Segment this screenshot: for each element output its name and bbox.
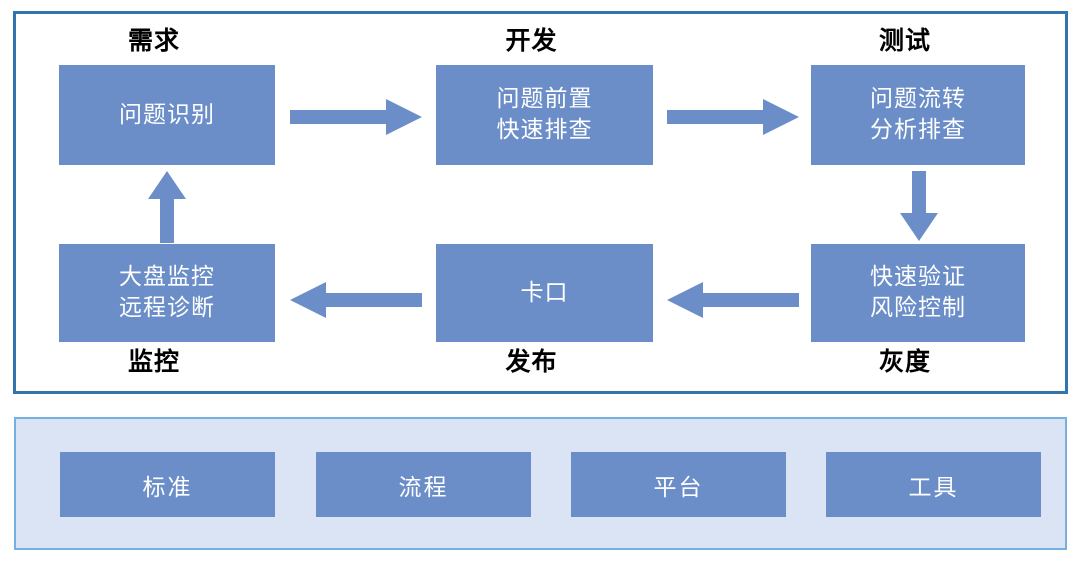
process-box-line: 远程诊断 [119, 295, 215, 321]
process-box-line: 分析排查 [870, 117, 966, 143]
support-box-standard[interactable]: 标准 [60, 452, 275, 517]
stage-label-test: 测试 [878, 26, 931, 55]
support-box-platform[interactable]: 平台 [571, 452, 786, 517]
support-box-tool[interactable]: 工具 [826, 452, 1041, 517]
arrow-up-monitoring-to-requirement [148, 171, 186, 243]
flow-diagram-frame: 需求 开发 测试 问题识别 问题前置 快速排查 问题流转 分析排查 大盘监控 远… [13, 11, 1068, 394]
process-box-line: 问题前置 [496, 86, 593, 112]
process-box-fast-verification[interactable]: 快速验证 风险控制 [811, 244, 1025, 342]
arrow-left-grayscale-to-release [667, 282, 799, 318]
process-box-line: 问题流转 [870, 86, 966, 112]
stage-label-requirement: 需求 [127, 26, 180, 55]
stage-label-grayscale: 灰度 [878, 347, 931, 376]
process-box-problem-frontload[interactable]: 问题前置 快速排查 [436, 65, 653, 165]
arrow-right-requirement-to-development [290, 99, 422, 135]
process-box-line: 快速验证 [870, 264, 966, 290]
stage-label-release: 发布 [505, 347, 558, 376]
process-box-line: 风险控制 [870, 295, 966, 321]
stage-label-monitoring: 监控 [127, 347, 180, 376]
process-box-dashboard-monitoring[interactable]: 大盘监控 远程诊断 [59, 244, 275, 342]
process-box-problem-routing[interactable]: 问题流转 分析排查 [811, 65, 1025, 165]
process-box-gate[interactable]: 卡口 [436, 244, 653, 342]
arrow-down-test-to-grayscale [900, 171, 938, 241]
process-box-line: 卡口 [520, 279, 569, 306]
support-box-label: 标准 [142, 474, 193, 501]
stage-label-development: 开发 [505, 26, 558, 55]
support-box-process[interactable]: 流程 [316, 452, 531, 517]
support-box-label: 工具 [908, 474, 959, 501]
support-box-label: 流程 [398, 474, 449, 501]
arrow-right-development-to-test [667, 99, 799, 135]
process-box-line: 问题识别 [119, 101, 215, 128]
process-box-line: 大盘监控 [119, 264, 215, 290]
process-box-problem-identification[interactable]: 问题识别 [59, 65, 275, 165]
process-box-line: 快速排查 [496, 117, 593, 143]
arrow-left-release-to-monitoring [290, 282, 422, 318]
support-capability-panel: 标准 流程 平台 工具 [14, 417, 1067, 550]
support-box-label: 平台 [653, 474, 704, 501]
